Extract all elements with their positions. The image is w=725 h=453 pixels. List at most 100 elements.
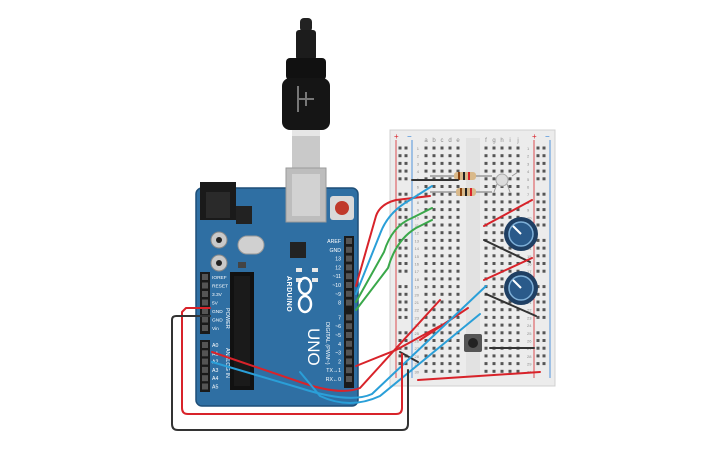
breadboard-hole[interactable] xyxy=(484,161,488,165)
breadboard-hole[interactable] xyxy=(492,238,496,242)
breadboard-hole[interactable] xyxy=(484,300,488,304)
breadboard-hole[interactable] xyxy=(516,192,520,196)
pushbutton[interactable] xyxy=(464,334,482,352)
breadboard-hole[interactable] xyxy=(508,192,512,196)
breadboard-hole[interactable] xyxy=(516,362,520,366)
rail-hole[interactable] xyxy=(542,154,546,158)
rail-hole[interactable] xyxy=(404,177,408,181)
breadboard-hole[interactable] xyxy=(492,215,496,219)
breadboard-hole[interactable] xyxy=(516,331,520,335)
rail-hole[interactable] xyxy=(536,177,540,181)
breadboard-hole[interactable] xyxy=(456,223,460,227)
breadboard-hole[interactable] xyxy=(448,161,452,165)
breadboard-hole[interactable] xyxy=(424,323,428,327)
breadboard-hole[interactable] xyxy=(516,369,520,373)
breadboard-hole[interactable] xyxy=(500,200,504,204)
rail-hole[interactable] xyxy=(536,200,540,204)
breadboard-hole[interactable] xyxy=(456,269,460,273)
rail-hole[interactable] xyxy=(542,308,546,312)
rail-hole[interactable] xyxy=(536,346,540,350)
breadboard-hole[interactable] xyxy=(516,269,520,273)
breadboard-hole[interactable] xyxy=(432,169,436,173)
digital-pin-hole[interactable] xyxy=(346,349,352,356)
analog-pin-hole[interactable] xyxy=(202,342,208,348)
breadboard-hole[interactable] xyxy=(516,169,520,173)
breadboard-hole[interactable] xyxy=(424,262,428,265)
breadboard-hole[interactable] xyxy=(484,323,488,327)
breadboard-hole[interactable] xyxy=(448,354,452,358)
breadboard-hole[interactable] xyxy=(516,177,520,181)
breadboard-hole[interactable] xyxy=(508,308,512,312)
rail-hole[interactable] xyxy=(536,292,540,296)
breadboard-hole[interactable] xyxy=(508,161,512,165)
breadboard-hole[interactable] xyxy=(456,362,460,366)
rail-hole[interactable] xyxy=(536,223,540,227)
rail-hole[interactable] xyxy=(404,223,408,227)
rail-hole[interactable] xyxy=(536,269,540,273)
breadboard-hole[interactable] xyxy=(440,146,444,150)
breadboard-hole[interactable] xyxy=(424,300,428,304)
breadboard-hole[interactable] xyxy=(424,246,428,250)
rail-hole[interactable] xyxy=(398,339,402,342)
breadboard-hole[interactable] xyxy=(440,346,444,350)
breadboard-hole[interactable] xyxy=(492,246,496,250)
breadboard-hole[interactable] xyxy=(484,354,488,358)
breadboard-hole[interactable] xyxy=(484,192,488,196)
breadboard-hole[interactable] xyxy=(448,208,452,212)
breadboard-hole[interactable] xyxy=(424,362,428,366)
breadboard-hole[interactable] xyxy=(432,277,436,281)
rail-hole[interactable] xyxy=(398,300,402,304)
breadboard-hole[interactable] xyxy=(492,154,496,158)
breadboard-hole[interactable] xyxy=(508,269,512,273)
breadboard-hole[interactable] xyxy=(508,177,512,181)
breadboard-hole[interactable] xyxy=(456,354,460,358)
breadboard-hole[interactable] xyxy=(500,161,504,165)
breadboard-hole[interactable] xyxy=(500,169,504,173)
breadboard-hole[interactable] xyxy=(484,315,488,319)
rail-hole[interactable] xyxy=(542,177,546,181)
potentiometer-1[interactable] xyxy=(504,217,538,251)
breadboard-hole[interactable] xyxy=(440,238,444,242)
digital-pin-hole[interactable] xyxy=(346,282,352,288)
rail-hole[interactable] xyxy=(542,215,546,219)
breadboard-hole[interactable] xyxy=(448,238,452,242)
breadboard-hole[interactable] xyxy=(448,277,452,281)
rail-hole[interactable] xyxy=(404,285,408,289)
breadboard-hole[interactable] xyxy=(508,154,512,158)
breadboard-hole[interactable] xyxy=(424,346,428,350)
breadboard-hole[interactable] xyxy=(500,315,504,319)
breadboard-hole[interactable] xyxy=(508,315,512,319)
breadboard-hole[interactable] xyxy=(492,192,496,196)
breadboard-hole[interactable] xyxy=(432,323,436,327)
breadboard-hole[interactable] xyxy=(492,262,496,265)
rail-hole[interactable] xyxy=(398,177,402,181)
breadboard-hole[interactable] xyxy=(508,354,512,358)
digital-pin-hole[interactable] xyxy=(346,358,352,365)
rail-hole[interactable] xyxy=(542,331,546,335)
rail-hole[interactable] xyxy=(536,215,540,219)
breadboard-hole[interactable] xyxy=(424,292,428,296)
breadboard-hole[interactable] xyxy=(432,285,436,289)
breadboard-hole[interactable] xyxy=(424,285,428,289)
power-pin-hole[interactable] xyxy=(202,316,208,323)
breadboard-hole[interactable] xyxy=(432,154,436,158)
rail-hole[interactable] xyxy=(404,362,408,366)
breadboard-hole[interactable] xyxy=(448,346,452,350)
breadboard-hole[interactable] xyxy=(492,277,496,281)
digital-pin-hole[interactable] xyxy=(346,238,352,244)
breadboard-hole[interactable] xyxy=(484,215,488,219)
breadboard-hole[interactable] xyxy=(492,308,496,312)
breadboard-hole[interactable] xyxy=(432,161,436,165)
rail-hole[interactable] xyxy=(398,354,402,358)
rail-hole[interactable] xyxy=(404,192,408,196)
breadboard-hole[interactable] xyxy=(492,177,496,181)
breadboard-hole[interactable] xyxy=(484,246,488,250)
breadboard-hole[interactable] xyxy=(484,177,488,181)
breadboard-hole[interactable] xyxy=(456,315,460,319)
breadboard-hole[interactable] xyxy=(484,254,488,258)
rail-hole[interactable] xyxy=(536,308,540,312)
breadboard-hole[interactable] xyxy=(440,161,444,165)
breadboard-hole[interactable] xyxy=(448,154,452,158)
breadboard-hole[interactable] xyxy=(500,362,504,366)
breadboard-hole[interactable] xyxy=(456,308,460,312)
